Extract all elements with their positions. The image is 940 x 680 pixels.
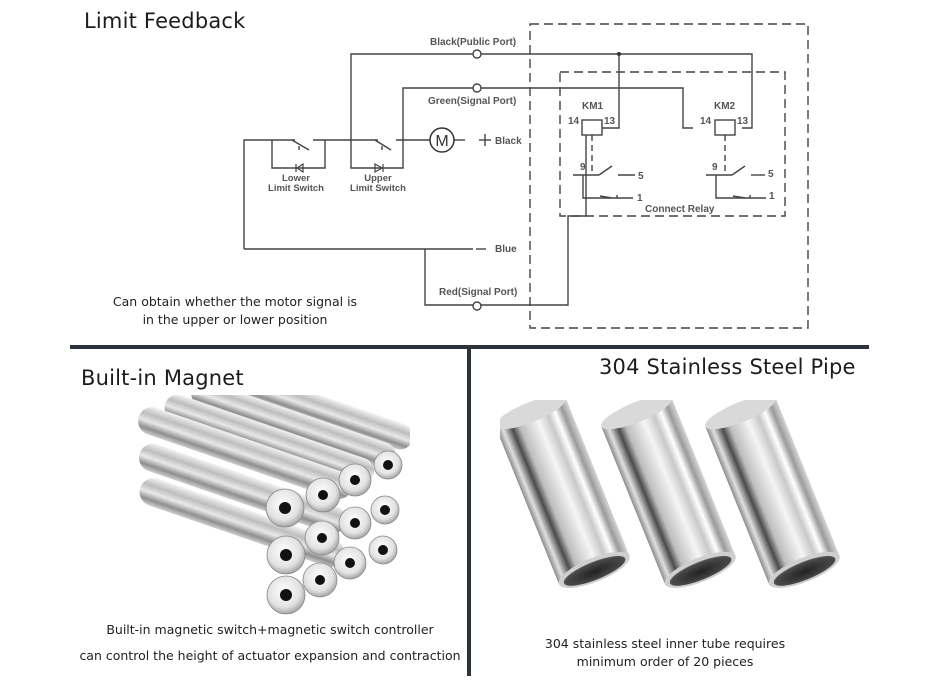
- label-black: Black: [495, 136, 522, 147]
- port-black-public-icon: [472, 49, 482, 59]
- wire-km1-13: [602, 54, 620, 129]
- relay-km1-name: KM1: [582, 101, 604, 112]
- label-red-signal: Red(Signal Port): [439, 287, 517, 298]
- pipe-caption-line-1: 304 stainless steel inner tube requires: [544, 636, 786, 651]
- lower-switch-label-1: Lower: [282, 173, 310, 184]
- magnet-caption-line-1: Built-in magnetic switch+magnetic switch…: [106, 622, 434, 637]
- relay-km1-coil-icon: [581, 119, 603, 136]
- pipe-3: [705, 400, 840, 588]
- relay-km1-contact-9: 9: [580, 162, 586, 173]
- limit-feedback-caption-line-1: Can obtain whether the motor signal is: [112, 294, 358, 309]
- pipe-1: [500, 400, 630, 588]
- relay-km2-contact-1: 1: [769, 191, 775, 202]
- magnet-caption: Built-in magnetic switch+magnetic switch…: [70, 617, 470, 669]
- port-red-signal-icon: [472, 301, 482, 311]
- limit-feedback-caption-line-2: in the upper or lower position: [142, 312, 328, 327]
- relay-km2-pin-13: 13: [737, 116, 749, 127]
- relay-km1-pin-13: 13: [604, 116, 616, 127]
- relay-km1-contact-5: 5: [638, 171, 644, 182]
- relay-km2-contact-9: 9: [712, 162, 718, 173]
- pipe-caption-line-2: minimum order of 20 pieces: [576, 654, 754, 669]
- upper-switch-label-1: Upper: [364, 173, 392, 184]
- label-green-signal: Green(Signal Port): [428, 96, 516, 107]
- relay-km1: KM1 14 13 9 5 1: [568, 101, 644, 204]
- upper-switch-label-2: Limit Switch: [350, 183, 406, 194]
- relay-km1-pin-14: 14: [568, 116, 580, 127]
- relay-dashed-box: [559, 71, 786, 217]
- limit-feedback-title: Limit Feedback: [84, 9, 246, 33]
- relay-km1-contact-1: 1: [637, 193, 643, 204]
- relay-km2-name: KM2: [714, 101, 736, 112]
- limit-feedback-diagram: M Black(Public Port) Green(Signal Port) …: [243, 23, 809, 329]
- lower-switch-label-2: Limit Switch: [268, 183, 324, 194]
- label-blue: Blue: [495, 244, 517, 255]
- relay-box-label: Connect Relay: [645, 204, 715, 215]
- pipe-image: [500, 400, 840, 588]
- wire-black-public: [350, 53, 753, 140]
- pipe-title: 304 Stainless Steel Pipe: [599, 355, 856, 379]
- wire-red-signal: [424, 127, 592, 306]
- junction-dot: [617, 52, 621, 56]
- pipe-caption: 304 stainless steel inner tube requires …: [495, 635, 835, 671]
- motor-label: M: [435, 133, 448, 150]
- pipe-2: [601, 400, 736, 588]
- magnet-caption-line-2: can control the height of actuator expan…: [79, 648, 461, 663]
- outer-dashed-box: [529, 23, 809, 329]
- limit-feedback-caption: Can obtain whether the motor signal is i…: [110, 293, 360, 329]
- relay-km2: KM2 14 13 9 5 1: [700, 101, 775, 202]
- circuit-wires: [243, 53, 753, 306]
- plus-icon: [479, 134, 491, 146]
- port-green-signal-icon: [472, 83, 482, 93]
- magnet-title: Built-in Magnet: [81, 366, 244, 390]
- label-black-public: Black(Public Port): [430, 37, 516, 48]
- relay-km2-pin-14: 14: [700, 116, 712, 127]
- motor-icon: [429, 127, 455, 153]
- vertical-divider: [467, 347, 471, 676]
- wire-green-signal: [402, 87, 693, 140]
- magnet-image: [138, 395, 410, 615]
- relay-km2-coil-icon: [714, 119, 736, 136]
- relay-km2-contact-5: 5: [768, 169, 774, 180]
